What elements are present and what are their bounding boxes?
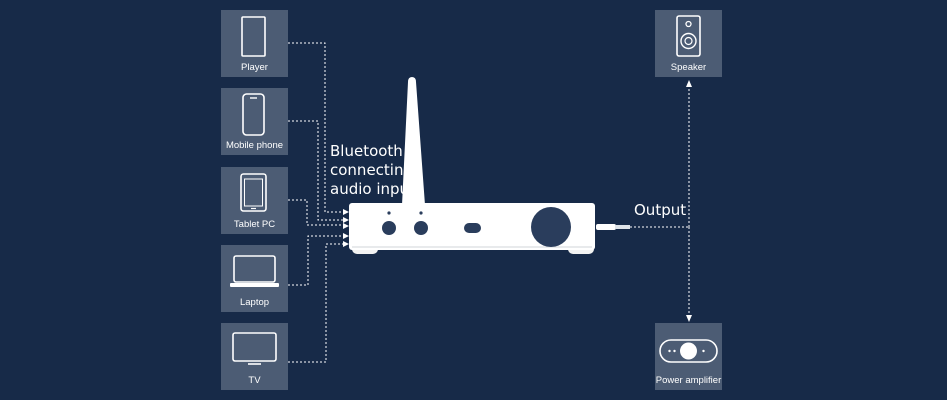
source-label-tv: TV bbox=[248, 375, 261, 386]
source-label-tablet-pc: Tablet PC bbox=[233, 219, 276, 230]
output-label-power-amplifier: Power amplifier bbox=[655, 375, 722, 386]
source-card-laptop: Laptop bbox=[221, 245, 288, 312]
arrowhead-tablet-pc bbox=[343, 223, 349, 229]
output-label-speaker: Speaker bbox=[670, 62, 707, 73]
arrowhead-player bbox=[343, 209, 349, 215]
knob-right bbox=[414, 221, 428, 235]
knob-left bbox=[382, 221, 396, 235]
connector-player bbox=[288, 42, 343, 213]
pairing-button bbox=[464, 223, 481, 233]
source-card-player: Player bbox=[221, 10, 288, 77]
bluetooth-input-label-line-2: connecting, bbox=[330, 161, 418, 179]
arrowhead-mobile-phone bbox=[343, 217, 349, 223]
power-amplifier-icon bbox=[659, 339, 718, 363]
input-arrowheads bbox=[343, 209, 349, 247]
plug-barrel bbox=[596, 224, 616, 230]
output-card-speaker: Speaker bbox=[655, 10, 722, 77]
arrowhead-speaker bbox=[686, 80, 692, 87]
connector-tablet-pc bbox=[288, 199, 343, 226]
source-label-laptop: Laptop bbox=[239, 297, 270, 308]
output-label: Output bbox=[634, 201, 687, 219]
mobile-phone-icon bbox=[242, 93, 265, 136]
source-card-tv: TV bbox=[221, 323, 288, 390]
output-plug bbox=[596, 224, 630, 230]
bluetooth-input-label: Bluetooth connecting, audio input bbox=[330, 142, 418, 199]
connector-laptop bbox=[288, 235, 343, 286]
bluetooth-input-label-line-1: Bluetooth bbox=[330, 142, 403, 160]
source-label-player: Player bbox=[241, 62, 268, 73]
tv-icon bbox=[232, 332, 277, 365]
plug-tip bbox=[615, 225, 630, 229]
arrowhead-power-amplifier bbox=[686, 315, 692, 322]
arrowhead-tv bbox=[343, 241, 349, 247]
source-card-mobile-phone: Mobile phone bbox=[221, 88, 288, 155]
player-icon bbox=[241, 16, 266, 57]
arrowhead-laptop bbox=[343, 233, 349, 239]
output-connectors bbox=[630, 86, 690, 316]
bluetooth-input-label-line-3: audio input bbox=[330, 180, 415, 198]
source-label-mobile-phone: Mobile phone bbox=[225, 140, 284, 151]
volume-knob bbox=[531, 207, 571, 247]
led-right bbox=[419, 211, 423, 215]
connector-mobile-phone bbox=[288, 120, 343, 221]
bluetooth-receiver-device bbox=[349, 77, 595, 254]
antenna bbox=[402, 77, 425, 205]
output-card-power-amplifier: Power amplifier bbox=[655, 323, 722, 390]
connector-tv bbox=[288, 243, 343, 363]
laptop-icon bbox=[230, 255, 279, 287]
input-connectors bbox=[288, 42, 343, 363]
led-left bbox=[387, 211, 391, 215]
source-card-tablet-pc: Tablet PC bbox=[221, 167, 288, 234]
tablet-icon bbox=[240, 173, 267, 212]
speaker-icon bbox=[676, 15, 701, 57]
